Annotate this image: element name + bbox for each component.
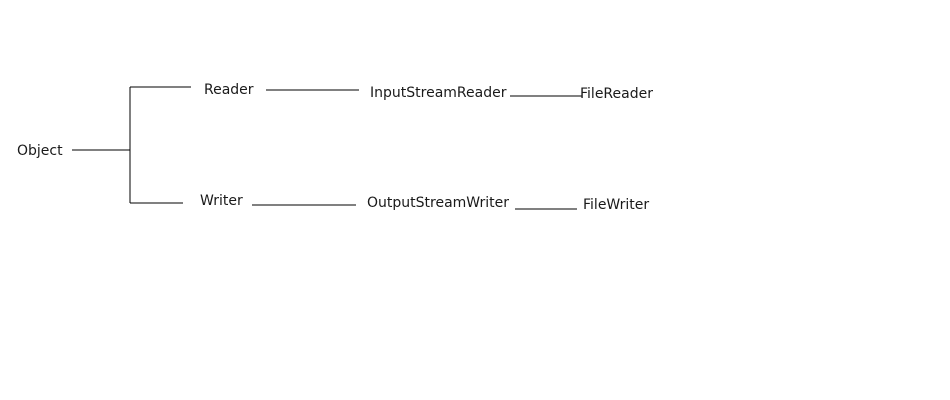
node-inputstreamreader: InputStreamReader bbox=[370, 85, 507, 101]
node-filewriter: FileWriter bbox=[583, 197, 650, 213]
node-writer: Writer bbox=[200, 193, 243, 209]
node-outputstreamwriter: OutputStreamWriter bbox=[367, 195, 510, 211]
node-filereader: FileReader bbox=[580, 86, 653, 102]
node-reader: Reader bbox=[204, 82, 254, 98]
node-object: Object bbox=[17, 143, 63, 159]
